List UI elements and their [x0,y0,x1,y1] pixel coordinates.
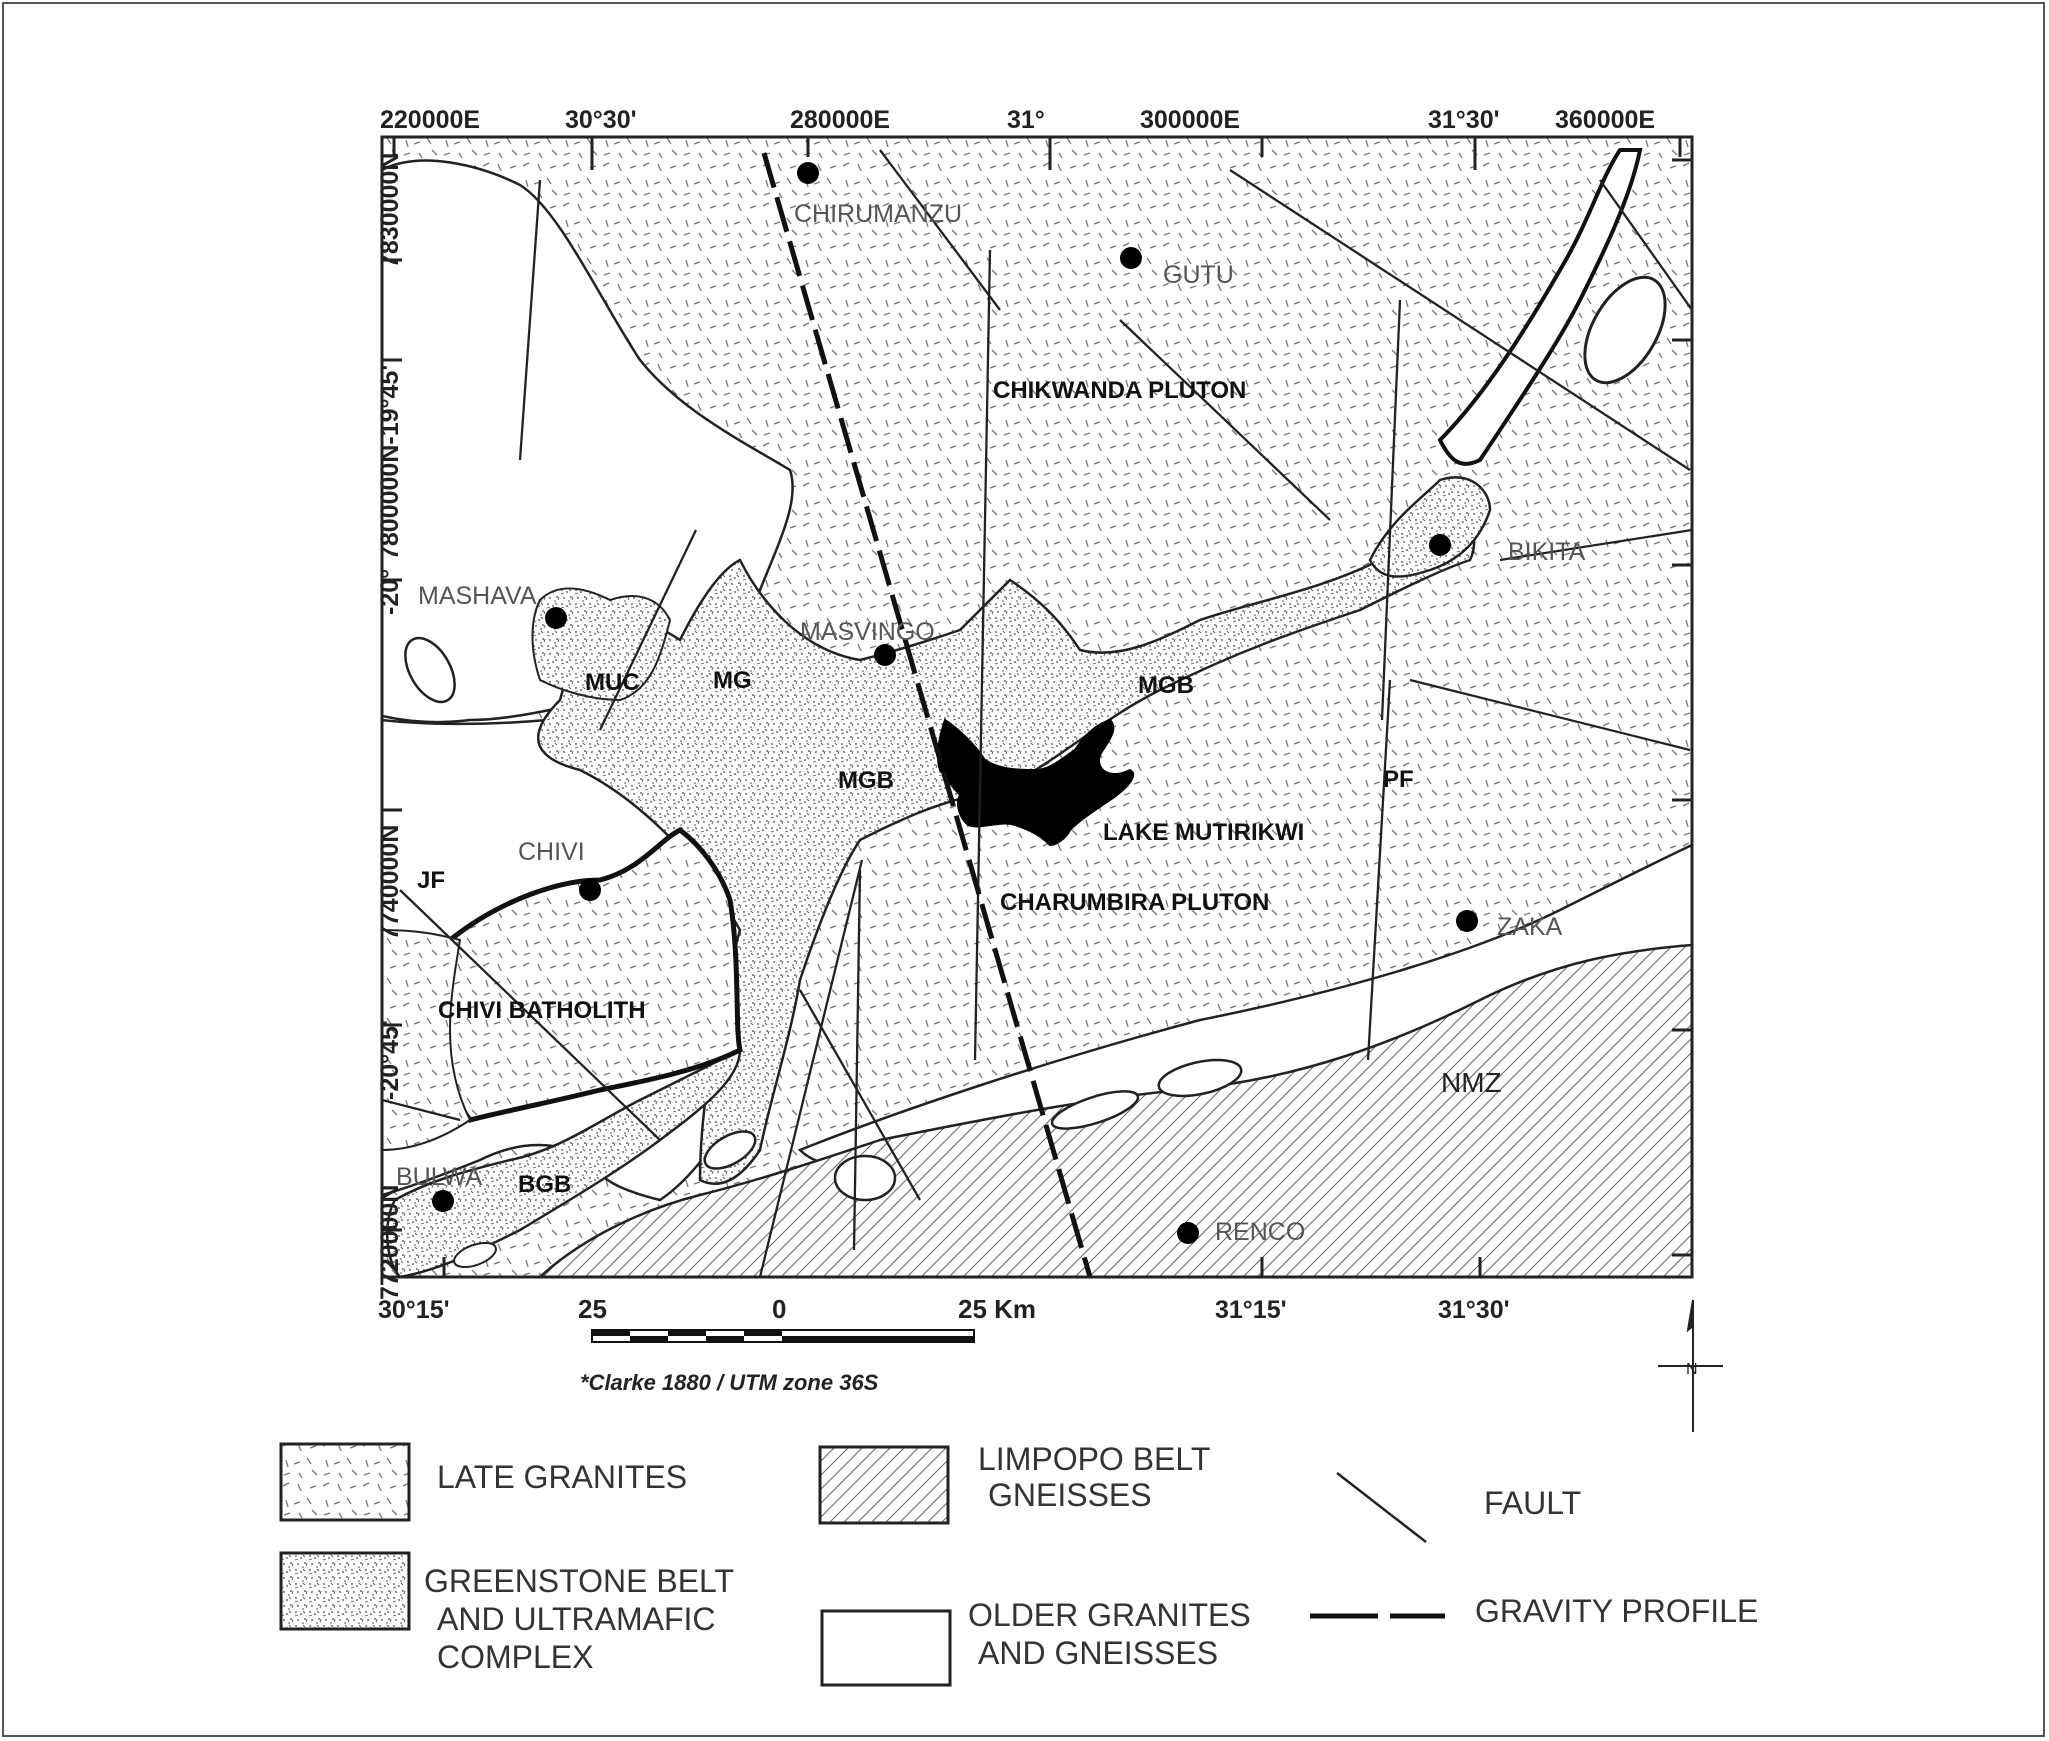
town-dot-bulwa [432,1190,454,1212]
unit-label-mgb-east: MGB [1138,672,1194,699]
legend-swatch-limpopo [818,1445,950,1525]
left-label: -20°45' [376,1020,404,1100]
top-label: 220000E [380,106,480,134]
chivi-batholith-area [382,928,472,1152]
legend-swatch-older-granites [820,1609,952,1687]
bottom-coord-labels: 30°15' 31°15' 31°30' [378,1296,1510,1324]
unit-label-pf: PF [1383,766,1414,793]
place-label-masvingo: MASVINGO [800,618,935,646]
town-markers [432,162,1478,1244]
unit-label-lake-mutirikwi: LAKE MUTIRIKWI [1103,819,1304,846]
left-label: 7720000N [376,1185,404,1300]
legend-swatch-greenstone [279,1551,411,1631]
unit-label-nmz: NMZ [1441,1067,1502,1098]
lens-south-5 [453,1241,497,1269]
town-dot-gutu [1120,247,1142,269]
bottom-label: 31°15' [1215,1296,1287,1324]
place-label-bikita: BIKITA [1508,538,1586,566]
place-label-zaka: ZAKA [1497,913,1563,941]
place-label-chirumanzu: CHIRUMANZU [794,200,962,228]
town-dot-mashava [545,607,567,629]
legend-symbol-fault [1336,1472,1427,1543]
legend-label-late-granites: LATE GRANITES [437,1459,687,1495]
town-dot-chivi [579,879,601,901]
legend-label-older-1: OLDER GRANITES [968,1597,1251,1633]
place-label-chivi: CHIVI [518,838,585,866]
lens-south-2 [833,1154,897,1202]
lens-west [404,636,456,704]
map-border [380,135,1694,1279]
lens-south-3 [1157,1058,1243,1098]
legend-label-limpopo-2: GNEISSES [988,1477,1152,1513]
north-letter: N [1686,1361,1698,1378]
left-label: 7830000N [376,153,404,268]
legend-label-gravity-profile: GRAVITY PROFILE [1475,1593,1758,1629]
bottom-label: 30°15' [378,1296,450,1324]
lake-mutirikwi [936,718,1135,847]
legend-label-greenstone-1: GREENSTONE BELT [424,1563,734,1599]
lens-south-4 [1050,1090,1140,1130]
legend-label-greenstone-3: COMPLEX [437,1639,593,1675]
gravity-profile-line [761,152,1093,1277]
top-label: 31°30' [1428,106,1500,134]
legend-label-older-2: AND GNEISSES [978,1635,1218,1671]
greenstone-belt-bikita [1368,476,1492,578]
lens-south-1 [703,1130,757,1170]
legend-label-fault: FAULT [1484,1485,1581,1521]
scale-label-left: 25 [578,1294,607,1324]
projection-note: *Clarke 1880 / UTM zone 36S [580,1370,879,1395]
left-label: 7740000N [376,825,404,940]
place-label-renco: RENCO [1215,1218,1305,1246]
unit-label-charumbira-pluton: CHARUMBIRA PLUTON [1000,889,1269,916]
legend-label-greenstone-2: AND ULTRAMAFIC [437,1601,716,1637]
unit-label-muc: MUC [585,669,640,696]
north-arrow-icon: N [1658,1299,1723,1432]
legend-label-limpopo-1: LIMPOPO BELT [978,1441,1210,1477]
top-coord-labels: 220000E 30°30' 280000E 31° 300000E 31°30… [380,106,1655,134]
top-label: 300000E [1140,106,1240,134]
town-dot-zaka [1456,910,1478,932]
north-east-band [1437,148,1643,466]
town-dot-bikita [1429,534,1451,556]
top-label: 31° [1007,106,1045,134]
unit-label-mgb-west: MGB [838,767,894,794]
greenstone-belt-bgb [386,1047,742,1277]
right-ticks [1672,158,1692,1257]
top-label: 280000E [790,106,890,134]
unit-label-mg: MG [713,667,752,694]
left-ticks [382,258,402,1232]
scale-label-zero: 0 [772,1294,786,1324]
place-labels: CHIRUMANZU GUTU BIKITA MASHAVA MASVINGO … [396,200,1586,1246]
left-label: 7800000N-19°45' [376,365,404,560]
scale-label-right: 25 Km [958,1294,1036,1324]
bottom-label: 31°30' [1438,1296,1510,1324]
unit-label-jf: JF [417,867,445,894]
unit-label-chikwanda-pluton: CHIKWANDA PLUTON [993,377,1246,404]
place-label-bulwa: BULWA [396,1163,482,1191]
legend-swatch-late-granites [279,1442,411,1522]
fault-lines [382,149,1692,1277]
lens-north-east [1583,275,1667,385]
left-coord-labels: 7830000N 7800000N-19°45' -20° 7740000N -… [376,153,404,1300]
legend: LATE GRANITES GREENSTONE BELT AND ULTRAM… [279,1441,1758,1687]
place-label-mashava: MASHAVA [418,582,537,610]
top-label: 360000E [1555,106,1655,134]
unit-label-bgb: BGB [518,1171,571,1198]
unit-labels: CHIKWANDA PLUTON MUC MG MGB MGB PF LAKE … [417,377,1414,1198]
place-label-gutu: GUTU [1163,261,1234,289]
town-dot-renco [1177,1222,1199,1244]
map-body [382,137,1692,1277]
top-ticks [392,137,1682,170]
left-label: -20° [376,569,404,615]
older-granites-north [382,159,794,724]
town-dot-masvingo [874,644,896,666]
town-dot-chirumanzu [797,162,819,184]
scale-bar: 25 0 25 Km [578,1294,1036,1343]
unit-label-chivi-batholith: CHIVI BATHOLITH [438,997,646,1024]
top-label: 30°30' [565,106,637,134]
bottom-ticks [442,1257,1482,1277]
